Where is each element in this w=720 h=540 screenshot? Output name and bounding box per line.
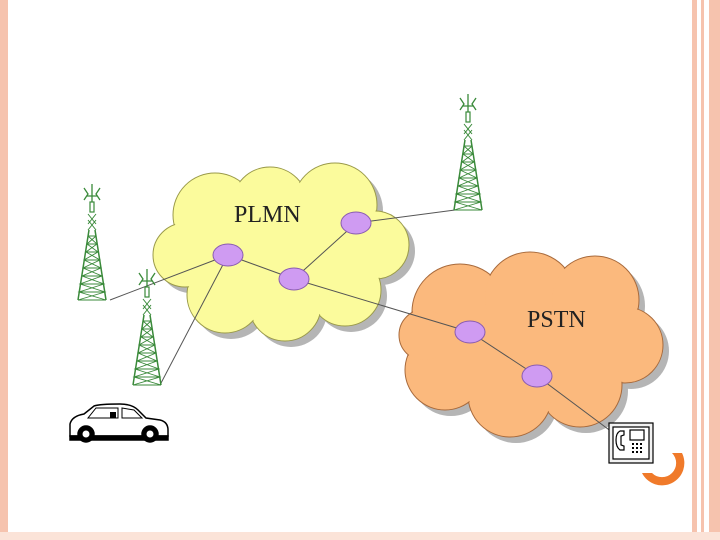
link: [109, 254, 229, 301]
car-icon: [69, 403, 169, 443]
link: [536, 375, 621, 439]
network-nodes: [212, 211, 553, 388]
pstn-cloud: [398, 251, 669, 443]
slide-border-left: [0, 0, 8, 540]
plmn-label: PLMN: [234, 202, 301, 228]
slide-border-bottom: [0, 532, 720, 540]
cell-tower-icon: [77, 183, 107, 301]
plmn-cloud: [152, 162, 415, 347]
link: [293, 222, 357, 280]
link: [355, 209, 456, 224]
slide-border-right: [692, 0, 697, 540]
pstn-node: [521, 364, 553, 388]
cell-tower-icon: [132, 268, 162, 386]
pstn-label: PSTN: [527, 307, 586, 333]
plmn-node: [278, 267, 310, 291]
slide-border-right: [709, 0, 720, 540]
plmn-node: [212, 243, 244, 267]
cell-tower-icon: [453, 93, 483, 211]
link: [293, 278, 471, 333]
corner-accent: [642, 453, 685, 486]
slide-border-right: [701, 0, 704, 540]
plmn-node: [340, 211, 372, 235]
link: [159, 254, 229, 386]
payphone-icon: [608, 422, 654, 464]
pstn-node: [454, 320, 486, 344]
